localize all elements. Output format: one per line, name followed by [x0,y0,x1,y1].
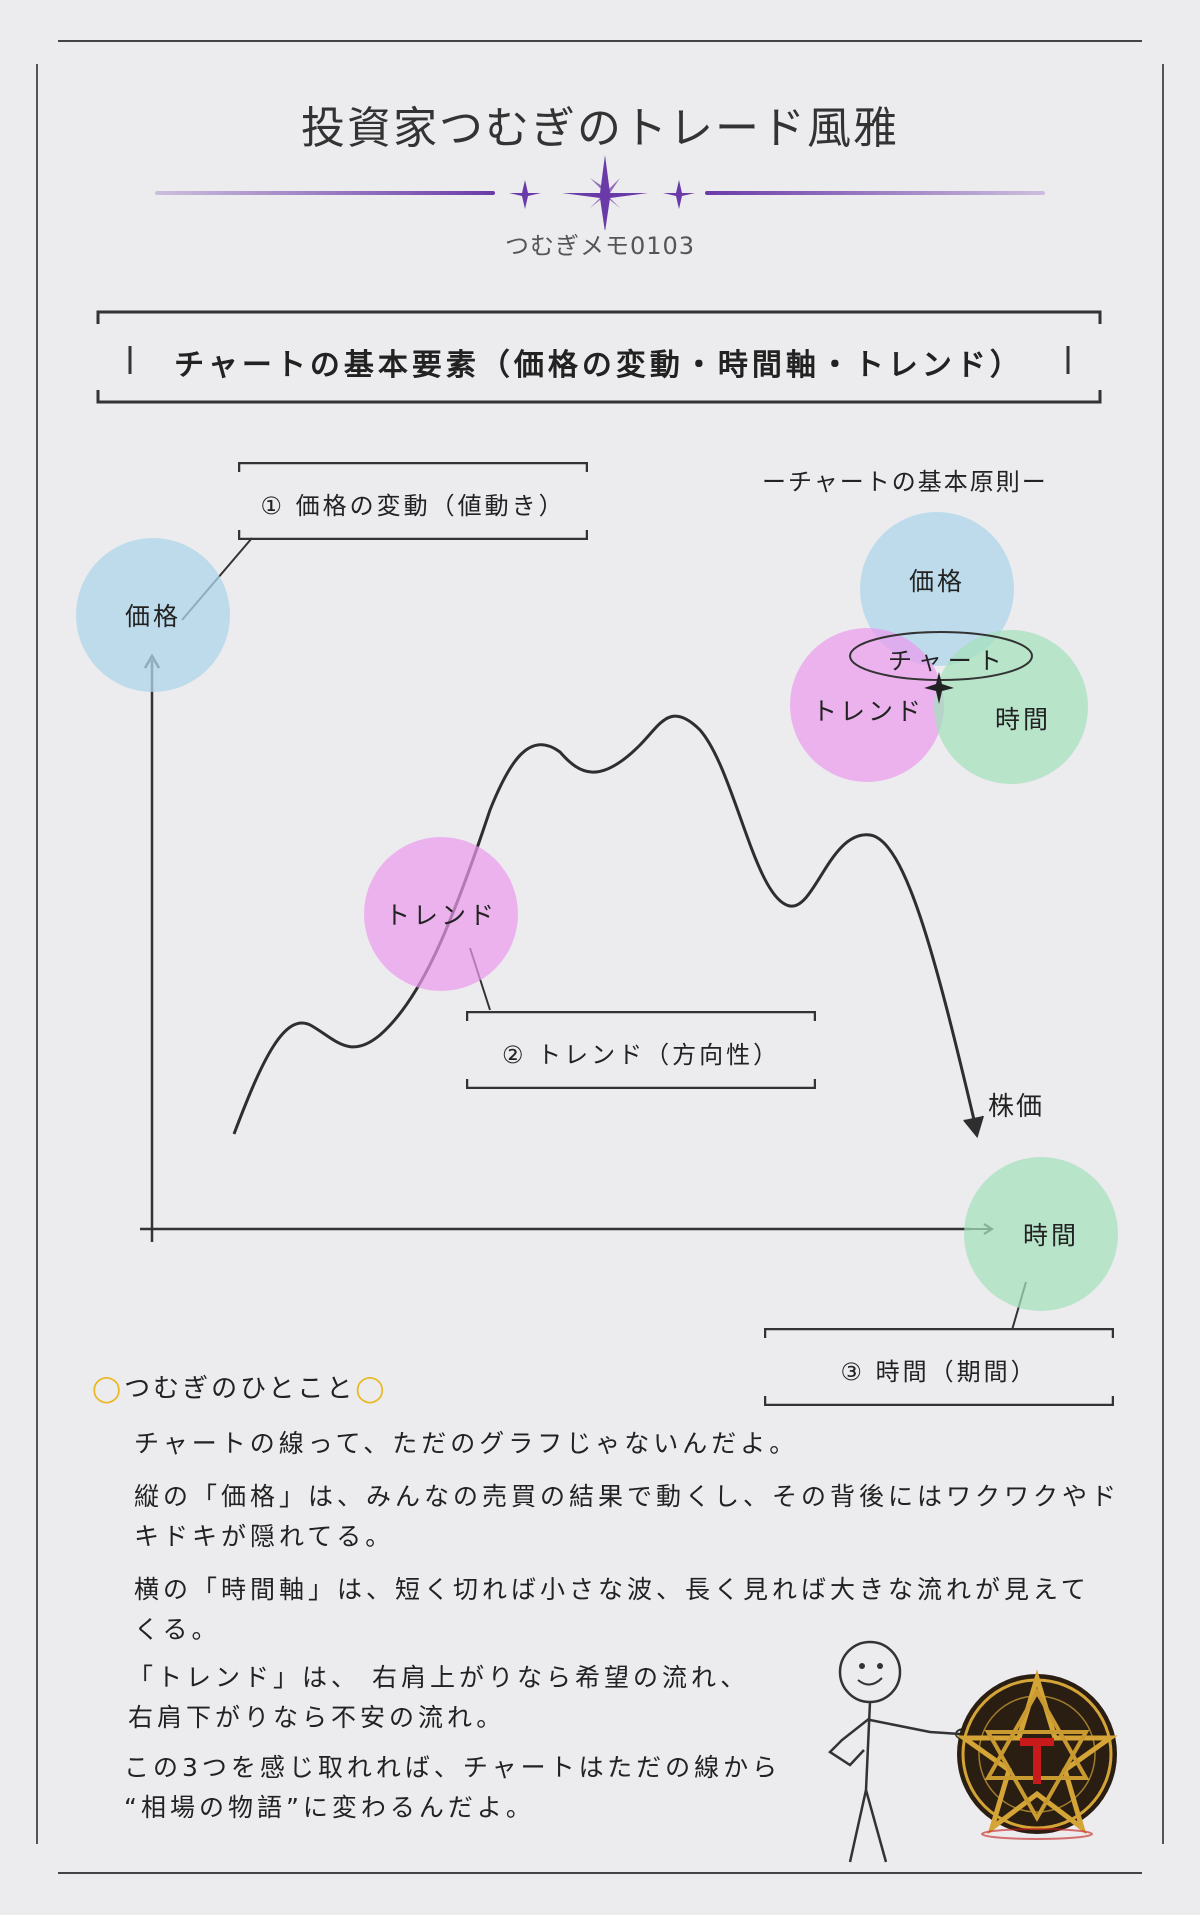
venn-price-label: 価格 [908,567,965,596]
trend-circle-label: トレンド [384,901,497,930]
time-circle-label: 時間 [1022,1221,1079,1250]
price-change-label-box: ① 価格の変動（値動き） [238,462,588,540]
price-change-label: ① 価格の変動（値動き） [260,492,566,520]
time-period-label: ③ 時間（期間） [840,1358,1038,1386]
venn-time-label: 時間 [994,705,1051,734]
sparkle-icon [924,672,954,704]
small-star-icon [509,180,541,209]
note-line: キドキが隠れてる。 [134,1522,395,1551]
page-title: 投資家つむぎのトレード風雅 [301,103,899,154]
notes-title: ◯つむぎのひとこと◯ [92,1368,387,1405]
note-line: 縦の「価格」は、みんなの売買の結果で動くし、その背後にはワクワクやド [134,1482,1121,1511]
memo-number: つむぎメモ0103 [504,232,696,260]
trend-label-box: ② トレンド（方向性） [466,1011,816,1089]
small-star-icon [663,180,695,209]
trend-label: ② トレンド（方向性） [501,1041,781,1069]
emblem-logo [956,1669,1118,1840]
note-line: チャートの線って、ただのグラフじゃないんだよ。 [134,1429,799,1458]
principles-title: ーチャートの基本原則ー [762,468,1048,496]
notes-title-text: つむぎのひとこと [124,1374,356,1404]
price-circle-label: 価格 [124,602,181,631]
note-line: “相場の物語”に変わるんだよ。 [124,1793,535,1822]
venn-chart-label: チャート [888,647,1008,675]
price-curve [232,714,977,1135]
lightbulb-icon: ◯ [355,1374,388,1404]
section-heading: チャートの基本要素（価格の変動・時間軸・トレンド） [174,348,1024,383]
stock-price-label: 株価 [988,1092,1045,1122]
top-rule [58,40,1142,42]
section-heading-box: チャートの基本要素（価格の変動・時間軸・トレンド） [96,310,1102,404]
right-rule [1162,64,1164,1844]
bottom-rule [58,1872,1142,1874]
big-star-icon [562,155,648,230]
curve-arrowhead-icon [963,1115,984,1139]
time-circle: 時間 [964,1157,1118,1311]
note-line: 「トレンド」は、 右肩上がりなら希望の流れ、 [128,1663,750,1692]
sparkle-divider [155,155,1045,230]
venn-trend-label: トレンド [812,697,925,726]
venn-trend-circle: トレンド [790,628,944,782]
note-line: 横の「時間軸」は、短く切れば小さな波、長く見れば大きな流れが見えて [134,1575,1090,1604]
venn-time-circle: 時間 [934,630,1088,784]
venn-chart-ellipse [849,631,1033,704]
note-line: この3つを感じ取れれば、チャートはただの線から [124,1753,782,1782]
trend-circle: トレンド [364,837,518,991]
price-circle: 価格 [76,538,230,692]
note-line: 右肩下がりなら不安の流れ。 [128,1703,506,1732]
left-rule [36,64,38,1844]
lightbulb-icon: ◯ [92,1374,125,1404]
note-line: くる。 [134,1615,221,1644]
time-period-label-box: ③ 時間（期間） [764,1328,1114,1406]
stick-figure-illustration [828,1640,973,1863]
